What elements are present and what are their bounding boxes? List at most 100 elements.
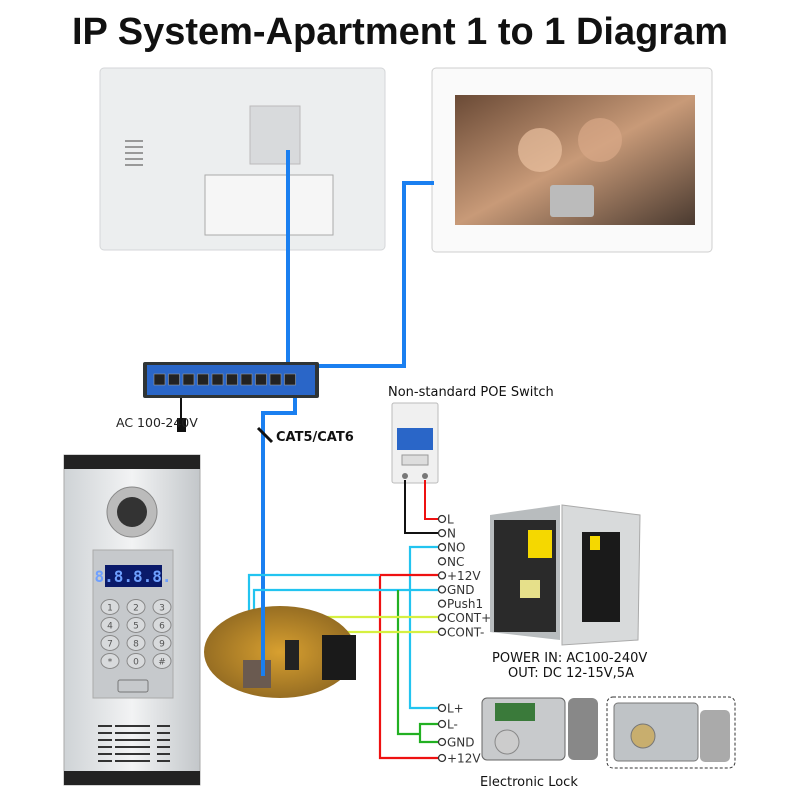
plug-icon	[177, 418, 186, 432]
terminal-label: GND	[447, 583, 475, 597]
speaker-grille	[115, 725, 150, 727]
ac-input-label: AC 100-240V	[116, 415, 198, 430]
poe-switch-label: Non-standard POE Switch	[388, 385, 554, 400]
terminal-label: GND	[447, 736, 475, 750]
terminal-icon	[437, 753, 447, 763]
circuit-breaker	[391, 402, 439, 484]
terminal-label: N	[447, 527, 456, 541]
key-label: 5	[133, 622, 139, 632]
ethernet-port	[168, 373, 180, 386]
ethernet-port	[226, 373, 238, 386]
terminal-icon	[437, 528, 447, 538]
ethernet-port	[211, 373, 224, 386]
terminal-label: NO	[447, 541, 465, 555]
keypad-key[interactable]	[152, 653, 172, 669]
speaker-grille	[157, 732, 170, 734]
keypad-key[interactable]	[100, 635, 120, 651]
power-supply	[490, 504, 641, 646]
ethernet-port	[197, 373, 209, 386]
terminal-icon	[437, 613, 447, 622]
wire-live	[424, 480, 438, 520]
key-label: 0	[133, 658, 139, 668]
poe-switch	[143, 362, 319, 398]
speaker-grille	[98, 739, 112, 741]
key-label: 4	[107, 622, 113, 632]
terminal-label: CONT-	[447, 625, 484, 639]
keypad-key[interactable]	[126, 617, 146, 633]
key-label: 9	[159, 640, 165, 650]
speaker-grille	[157, 760, 170, 762]
electronic-lock-internal	[481, 697, 598, 761]
keypad-key[interactable]	[126, 653, 146, 669]
lock-label: Electronic Lock	[480, 775, 578, 790]
key-label: 8	[133, 640, 139, 650]
key-label: 2	[133, 604, 139, 614]
keypad-key[interactable]	[152, 635, 172, 651]
wire-neutral	[404, 480, 438, 534]
key-label: *	[108, 658, 113, 668]
lock-terminals: L+ L- GND +12V	[437, 702, 481, 766]
terminal-icon	[437, 514, 447, 524]
speaker-grille	[98, 753, 112, 755]
terminal-label: Push1	[447, 597, 483, 611]
keypad-key[interactable]	[100, 599, 120, 615]
terminal-label: L-	[447, 718, 458, 732]
speaker-grille	[115, 746, 150, 748]
ethernet-port	[269, 373, 282, 386]
keypad-display: 8.8.8.8.	[94, 567, 171, 586]
terminal-icon	[437, 737, 447, 747]
ethernet-port	[255, 373, 267, 386]
speaker-grille	[115, 753, 150, 755]
key-label: 3	[159, 604, 165, 614]
speaker-grille	[157, 725, 170, 727]
power-in-label: POWER IN: AC100-240V	[492, 651, 647, 666]
cable-marker	[256, 426, 274, 444]
terminal-icon	[437, 557, 447, 566]
rfid-card-icon	[117, 679, 149, 693]
speaker-grille	[98, 746, 112, 748]
speaker-grille	[115, 739, 150, 741]
terminal-icon	[437, 703, 447, 713]
terminal-icon	[437, 719, 447, 729]
terminal-icon	[437, 599, 447, 608]
diagram-title: IP System-Apartment 1 to 1 Diagram	[72, 11, 728, 53]
ethernet-port	[240, 373, 253, 386]
ethernet-port	[284, 373, 296, 386]
cable-label: CAT5/CAT6	[276, 430, 354, 445]
speaker-grille	[115, 760, 150, 762]
terminal-label: CONT+	[447, 611, 491, 625]
terminal-icon	[437, 627, 447, 636]
key-label: 6	[159, 622, 165, 632]
key-label: 1	[107, 604, 113, 614]
control-board	[204, 606, 356, 698]
terminal-label: L	[447, 513, 454, 527]
ethernet-port	[153, 373, 166, 386]
terminal-icon	[437, 585, 447, 594]
speaker-grille	[115, 732, 150, 734]
terminal-icon	[437, 571, 447, 580]
indoor-monitor-front	[431, 67, 713, 253]
keypad-key[interactable]	[126, 635, 146, 651]
speaker-grille	[157, 746, 170, 748]
power-out-label: OUT: DC 12-15V,5A	[508, 666, 634, 681]
keypad-key[interactable]	[100, 653, 120, 669]
keypad-key[interactable]	[126, 599, 146, 615]
terminal-label: NC	[447, 555, 464, 569]
indoor-monitor-back	[99, 67, 386, 251]
speaker-grille	[157, 753, 170, 755]
key-label: #	[158, 658, 166, 668]
ethernet-port	[182, 373, 195, 386]
keypad-key[interactable]	[152, 599, 172, 615]
terminal-label: +12V	[447, 569, 481, 583]
speaker-grille	[98, 725, 112, 727]
speaker-grille	[98, 760, 112, 762]
terminal-icon	[437, 543, 447, 552]
terminal-label: +12V	[447, 752, 481, 766]
keypad-key[interactable]	[100, 617, 120, 633]
keypad-key[interactable]	[152, 617, 172, 633]
terminal-label: L+	[447, 702, 464, 716]
electronic-lock-external	[606, 696, 736, 769]
